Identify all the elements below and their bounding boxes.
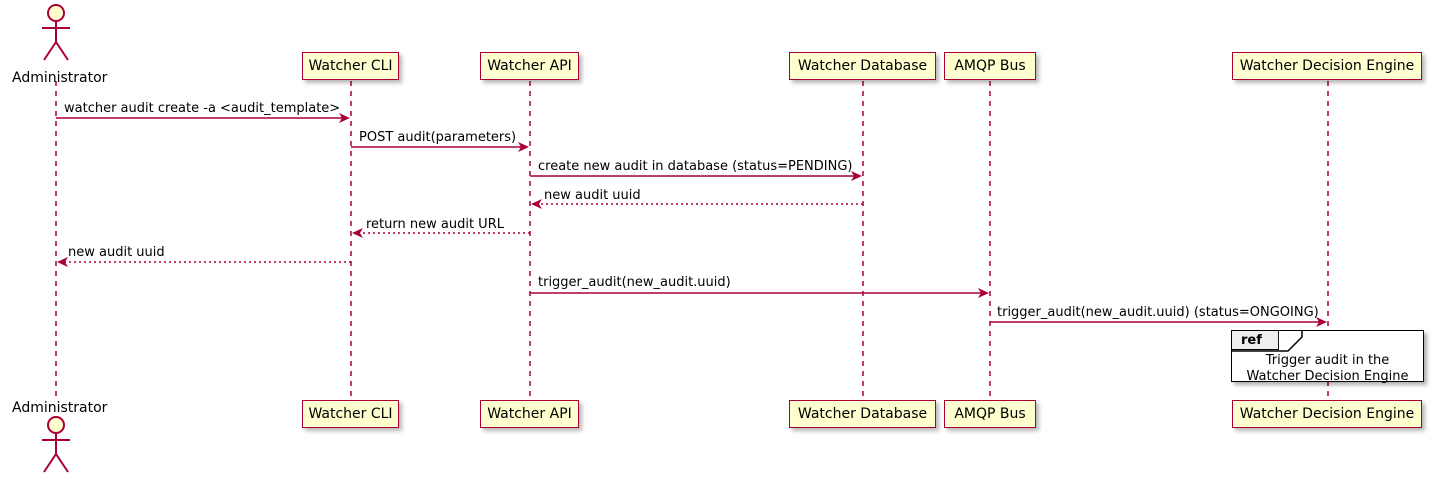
- message-label-7: trigger_audit(new_audit.uuid): [538, 275, 731, 290]
- participant-label: AMQP Bus: [954, 58, 1026, 74]
- ref-tab-corner-path: [1232, 331, 1303, 352]
- ref-body-line-1: Trigger audit in the: [1265, 353, 1390, 368]
- message-arrowhead-1: [339, 113, 350, 123]
- message-label-1: watcher audit create -a <audit_template>: [64, 101, 341, 116]
- participant-wde-bottom[interactable]: Watcher Decision Engine: [1232, 400, 1422, 428]
- message-label-5: return new audit URL: [366, 217, 504, 232]
- participant-label: Watcher Database: [797, 58, 928, 74]
- participant-label: Watcher API: [487, 58, 572, 74]
- actor-head-icon: [47, 416, 65, 434]
- ref-tab-container: ref: [1232, 331, 1304, 351]
- participant-cli-top[interactable]: Watcher CLI: [302, 52, 399, 80]
- message-arrowhead-7: [978, 288, 989, 298]
- message-arrowhead-8: [1316, 317, 1327, 327]
- participant-label: Watcher API: [487, 406, 572, 422]
- actor-leg-left-icon: [43, 41, 57, 61]
- ref-tab-label: ref: [1232, 331, 1279, 350]
- participant-label: Watcher Decision Engine: [1239, 406, 1415, 422]
- participant-wde-top[interactable]: Watcher Decision Engine: [1232, 52, 1422, 80]
- participant-label: Watcher CLI: [308, 58, 393, 74]
- message-arrowhead-5: [352, 228, 363, 238]
- participant-label: Watcher Database: [797, 406, 928, 422]
- participant-label: AMQP Bus: [954, 406, 1026, 422]
- participant-label: Watcher CLI: [308, 406, 393, 422]
- actor-leg-right-icon: [55, 453, 69, 473]
- ref-tab-corner-icon: [1232, 331, 1303, 352]
- actor-head-icon: [47, 4, 65, 22]
- participant-api-bottom[interactable]: Watcher API: [480, 400, 579, 428]
- participant-label: Watcher Decision Engine: [1239, 58, 1415, 74]
- participant-api-top[interactable]: Watcher API: [480, 52, 579, 80]
- participant-amqp-top[interactable]: AMQP Bus: [944, 52, 1036, 80]
- message-label-6: new audit uuid: [68, 245, 165, 260]
- actor-leg-right-icon: [55, 41, 69, 61]
- actor-label-top-administrator: Administrator: [12, 70, 108, 86]
- participant-amqp-bottom[interactable]: AMQP Bus: [944, 400, 1036, 428]
- message-label-4: new audit uuid: [544, 188, 641, 203]
- actor-figure-top: [42, 4, 70, 61]
- participant-db-top[interactable]: Watcher Database: [789, 52, 936, 80]
- message-label-2: POST audit(parameters): [359, 130, 517, 145]
- participant-cli-bottom[interactable]: Watcher CLI: [302, 400, 399, 428]
- actor-leg-left-icon: [43, 453, 57, 473]
- participant-db-bottom[interactable]: Watcher Database: [789, 400, 936, 428]
- actor-figure-bottom: [42, 416, 70, 473]
- ref-body-line-2: Watcher Decision Engine: [1246, 369, 1409, 384]
- message-label-3: create new audit in database (status=PEN…: [538, 159, 853, 174]
- message-arrowhead-4: [531, 199, 542, 209]
- message-arrowhead-3: [851, 171, 862, 181]
- message-arrowhead-2: [518, 142, 529, 152]
- message-label-8: trigger_audit(new_audit.uuid) (status=ON…: [997, 305, 1319, 320]
- message-arrowhead-6: [57, 257, 68, 267]
- actor-label-bottom-administrator: Administrator: [12, 400, 108, 416]
